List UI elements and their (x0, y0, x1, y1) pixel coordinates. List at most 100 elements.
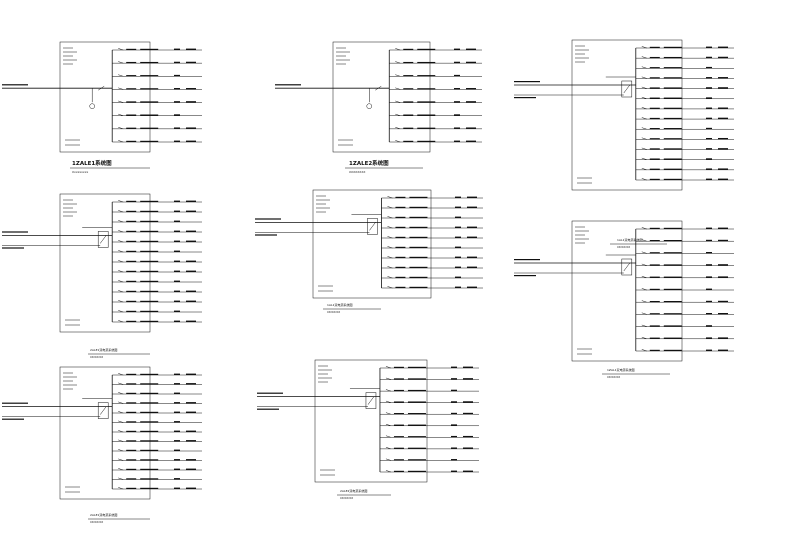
circuit-label-mark (403, 75, 414, 77)
circuit-use-mark (463, 401, 473, 403)
circuit-load-mark (455, 266, 461, 268)
circuit-label-mark (395, 236, 406, 238)
circuit-cable-mark (140, 101, 159, 103)
circuit-load-mark (454, 48, 460, 50)
breaker-symbol (641, 56, 647, 59)
diagram-title: 1AL1双电源系统图 (327, 302, 353, 307)
circuit-cable-mark (417, 140, 436, 142)
circuit-label-mark (126, 487, 137, 489)
circuit-load-mark (706, 313, 712, 315)
circuit-cable-mark (409, 236, 428, 238)
circuit-cable-mark (417, 48, 436, 50)
circuit-load-mark (174, 270, 180, 272)
feeder-label-mark (514, 275, 536, 277)
circuit-cable-mark (140, 449, 159, 451)
circuit-load-mark (451, 459, 457, 461)
circuit-use-mark (467, 256, 477, 258)
breaker-symbol (118, 458, 124, 461)
breaker-symbol (118, 87, 124, 90)
circuit-use-mark (186, 373, 196, 375)
circuit-use-mark (718, 300, 728, 303)
circuit-load-mark (174, 200, 180, 202)
circuit-cable-mark (663, 158, 682, 160)
circuit-label-mark (649, 276, 660, 278)
circuit-label-mark (649, 325, 660, 327)
circuit-load-mark (454, 74, 460, 77)
meter-symbol (366, 103, 373, 109)
circuit-load-mark (706, 168, 712, 170)
circuit-load-mark (454, 88, 460, 90)
breaker-symbol (641, 336, 647, 340)
circuit-cable-mark (140, 220, 159, 222)
circuit-cable-mark (140, 487, 159, 489)
circuit-label-mark (403, 101, 414, 103)
circuit-cable-mark (663, 67, 682, 69)
circuit-cable-mark (663, 288, 682, 290)
circuit-label-mark (393, 389, 404, 392)
circuit-load-mark (706, 117, 712, 120)
ats-contact (623, 262, 630, 272)
circuit-load-mark (174, 320, 180, 322)
circuit-label-mark (126, 200, 137, 202)
circuit-label-mark (393, 378, 404, 380)
breaker-symbol (641, 127, 647, 130)
circuit-load-mark (455, 286, 461, 288)
circuit-cable-mark (409, 246, 428, 248)
circuit-cable-mark (417, 75, 436, 77)
diagram-2ale1-mid: 2ALE1双电源系统图 XXXXXXXX (2, 193, 202, 359)
circuit-label-mark (403, 127, 414, 129)
breaker-symbol (118, 270, 124, 273)
circuit-label-mark (126, 392, 137, 394)
circuit-label-mark (403, 61, 414, 64)
circuit-label-mark (395, 206, 406, 208)
circuit-load-mark (706, 349, 712, 351)
meter-symbol (89, 103, 95, 109)
circuit-cable-mark (140, 373, 159, 375)
circuit-cable-mark (140, 280, 159, 282)
circuit-cable-mark (140, 300, 159, 302)
breaker-symbol (118, 300, 124, 303)
breaker-symbol (118, 250, 124, 253)
circuit-cable-mark (140, 459, 159, 461)
circuit-label-mark (649, 138, 660, 140)
circuit-cable-mark (409, 226, 428, 228)
feeder-label-mark (2, 247, 24, 249)
diagram-1al1-center-body (255, 189, 483, 299)
circuit-label-mark (395, 256, 406, 258)
breaker-symbol (641, 86, 647, 89)
breaker-symbol (118, 280, 124, 283)
diagram-title: 2ALE2双电源系统图 (340, 488, 367, 493)
circuit-use-mark (186, 430, 196, 432)
circuit-cable-mark (663, 178, 682, 180)
breaker-symbol (385, 447, 392, 450)
circuit-cable-mark (140, 230, 159, 232)
circuit-load-mark (174, 74, 180, 77)
diagram-1zale2: 1ZALE2系统图 XXXXXXXX (275, 41, 482, 174)
circuit-label-mark (126, 210, 137, 212)
panel-enclosure (571, 220, 683, 362)
feeder-label-mark (2, 84, 28, 86)
circuit-label-mark (403, 88, 414, 90)
diagram-title: 2ALE1双电源系统图 (90, 347, 117, 352)
diagram-1al1-center: 1AL1双电源系统图 XXXXXXXX (255, 189, 483, 314)
breaker-symbol (118, 113, 124, 116)
diagram-2ale1-bottom: 2ALE1双电源系统图 XXXXXXXX (2, 366, 202, 524)
circuit-cable-mark (407, 366, 426, 368)
feeder-label-mark (2, 402, 28, 404)
breaker-symbol (118, 61, 124, 64)
circuit-label-mark (649, 288, 660, 290)
circuit-label-mark (649, 301, 660, 303)
breaker-symbol (641, 157, 647, 160)
breaker-symbol (385, 366, 392, 369)
feeder-label-mark (2, 231, 28, 233)
breaker-symbol (641, 76, 647, 79)
breaker-symbol (385, 458, 392, 461)
diagram-title: 2ALE1双电源系统图 (90, 512, 117, 517)
circuit-load-mark (455, 206, 461, 208)
circuit-cable-mark (663, 264, 682, 266)
breaker-symbol (385, 470, 392, 473)
breaker-symbol (395, 61, 401, 64)
circuit-load-mark (174, 114, 180, 116)
circuit-load-mark (455, 196, 461, 198)
circuit-use-mark (467, 236, 477, 238)
